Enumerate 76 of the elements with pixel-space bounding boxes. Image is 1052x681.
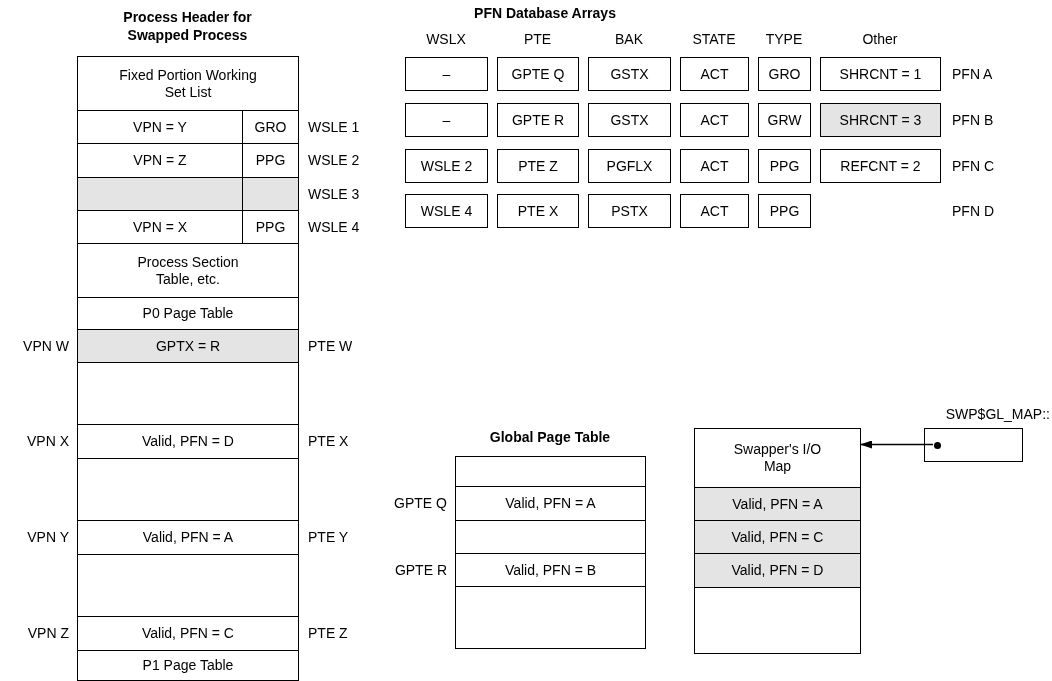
shaded-cell: Valid, PFN = A — [694, 487, 861, 521]
empty-cell — [455, 586, 646, 649]
table-cell: Valid, PFN = B — [455, 553, 646, 587]
column-header: PTE — [522, 30, 553, 48]
table-cell: Process Section Table, etc. — [77, 243, 299, 298]
column-header: STATE — [691, 30, 737, 48]
table-cell: SHRCNT = 1 — [820, 57, 941, 91]
row-label: GPTE Q — [393, 494, 447, 512]
table-cell: GSTX — [588, 103, 671, 137]
pointer-label: SWP$GL_MAP:: — [944, 405, 1050, 423]
row-label: VPN Z — [26, 624, 69, 642]
table-cell: ACT — [680, 194, 749, 228]
table-cell: ACT — [680, 149, 749, 183]
column-header: TYPE — [764, 30, 804, 48]
empty-cell — [77, 362, 299, 425]
row-label: PFN D — [952, 202, 995, 220]
table-heading: PFN Database Arrays — [473, 4, 617, 22]
table-cell: PPG — [758, 149, 811, 183]
table-cell: REFCNT = 2 — [820, 149, 941, 183]
shaded-cell — [242, 177, 299, 211]
empty-cell — [455, 456, 646, 487]
row-label: WSLE 3 — [308, 184, 361, 203]
table-cell: GRO — [758, 57, 811, 91]
empty-cell — [694, 587, 861, 654]
column-header: BAK — [614, 30, 644, 48]
table-cell: PSTX — [588, 194, 671, 228]
shaded-cell: GPTX = R — [77, 329, 299, 363]
table-cell: Valid, PFN = C — [77, 616, 299, 651]
table-cell: Fixed Portion Working Set List — [77, 56, 299, 111]
table-cell: GRW — [758, 103, 811, 137]
row-label: VPN Y — [26, 528, 69, 546]
table-cell: ACT — [680, 57, 749, 91]
row-label: WSLE 2 — [308, 151, 361, 169]
table-cell: PPG — [758, 194, 811, 228]
table-cell: Valid, PFN = A — [77, 520, 299, 555]
shaded-cell: SHRCNT = 3 — [820, 103, 941, 137]
row-label: PFN B — [952, 111, 995, 129]
table-cell: Valid, PFN = D — [77, 424, 299, 459]
empty-cell — [77, 458, 299, 521]
row-label: GPTE R — [393, 560, 447, 579]
table-cell: PTE X — [497, 194, 579, 228]
arrow — [860, 440, 934, 449]
shaded-cell: Valid, PFN = D — [694, 553, 861, 588]
table-heading: Process Header for Swapped Process — [122, 8, 253, 44]
row-label: PTE X — [308, 432, 350, 450]
table-cell: PGFLX — [588, 149, 671, 183]
row-label: PTE Z — [308, 624, 349, 642]
row-label: WSLE 1 — [308, 117, 361, 136]
table-cell: GSTX — [588, 57, 671, 91]
empty-cell — [455, 520, 646, 554]
row-label: WSLE 4 — [308, 217, 361, 236]
table-cell: PTE Z — [497, 149, 579, 183]
table-cell: WSLE 4 — [405, 194, 488, 228]
row-label: PFN C — [952, 157, 995, 175]
empty-cell — [77, 554, 299, 617]
pointer-box — [924, 428, 1023, 462]
table-heading: Global Page Table — [488, 428, 612, 446]
row-label: VPN W — [22, 336, 69, 355]
column-header: Other — [861, 30, 899, 48]
table-cell: Swapper's I/O Map — [694, 428, 861, 488]
table-cell: WSLE 2 — [405, 149, 488, 183]
table-cell: – — [405, 57, 488, 91]
row-label: VPN X — [26, 432, 69, 450]
column-header: WSLX — [425, 30, 467, 48]
row-label: PFN A — [952, 65, 994, 83]
table-cell: ACT — [680, 103, 749, 137]
shaded-cell — [77, 177, 243, 211]
row-label: PTE W — [308, 336, 354, 355]
table-cell: GPTE Q — [497, 57, 579, 91]
shaded-cell: Valid, PFN = C — [694, 520, 861, 554]
table-cell: Valid, PFN = A — [455, 486, 646, 521]
table-cell: P0 Page Table — [77, 297, 299, 330]
table-cell: GPTE R — [497, 103, 579, 137]
table-cell: P1 Page Table — [77, 650, 299, 681]
table-cell: – — [405, 103, 488, 137]
row-label: PTE Y — [308, 528, 350, 546]
